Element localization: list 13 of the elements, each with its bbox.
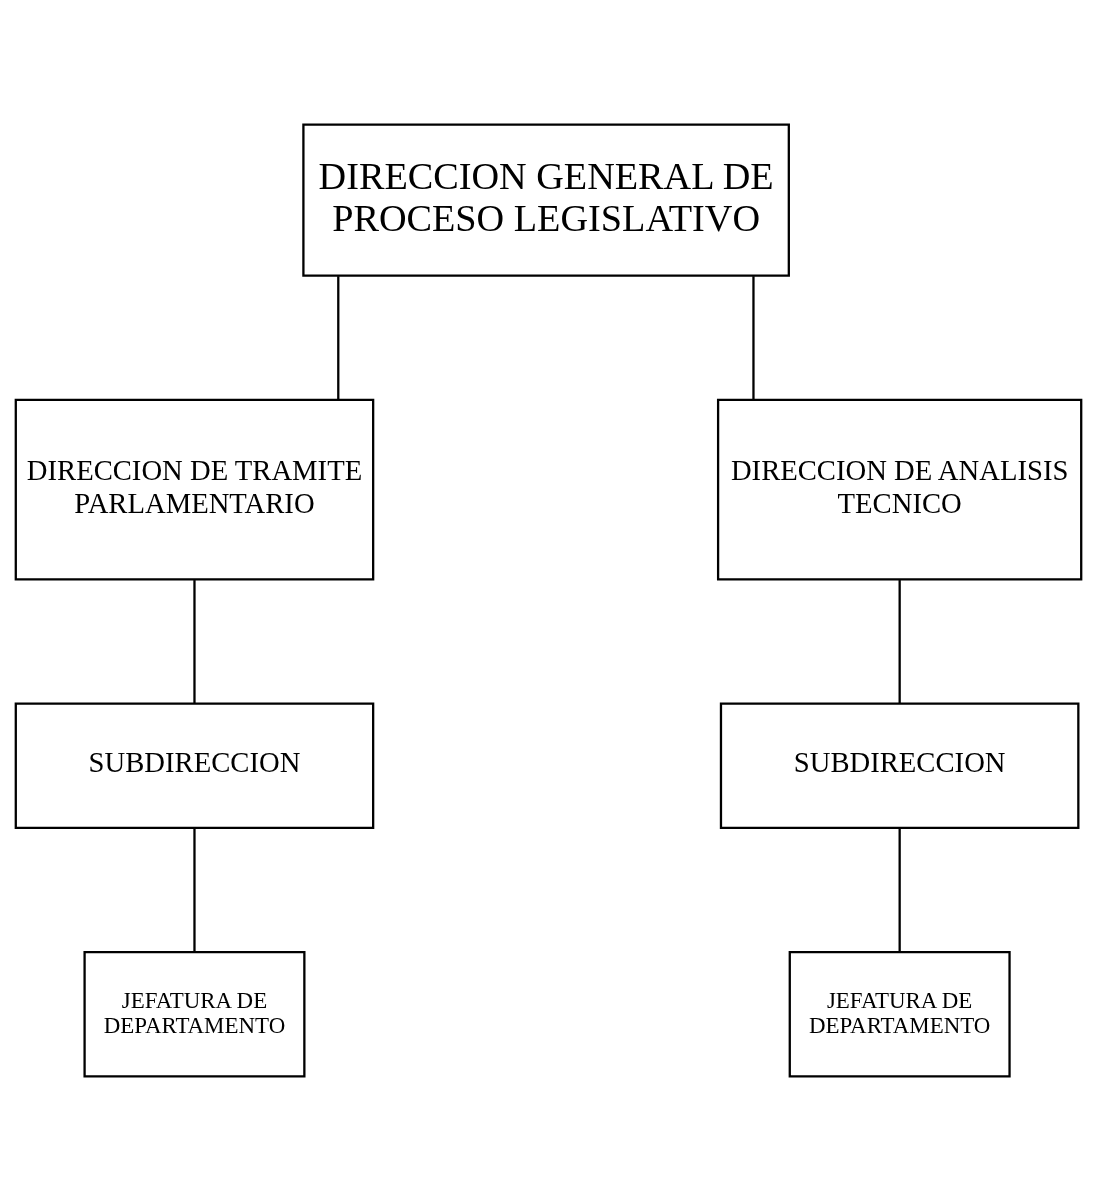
node-box: DIRECCION GENERAL DE PROCESO LEGISLATIVO: [302, 123, 790, 277]
node-box: DIRECCION DE ANALISIS TECNICO: [716, 398, 1083, 581]
connector: [898, 828, 901, 952]
connector: [193, 580, 196, 704]
node-box: JEFATURA DE DEPARTAMENTO: [83, 951, 306, 1078]
node-box: SUBDIRECCION: [14, 702, 375, 830]
node-box: SUBDIRECCION: [719, 702, 1080, 830]
connector: [337, 276, 340, 400]
node-box: DIRECCION DE TRAMITE PARLAMENTARIO: [14, 398, 375, 581]
connector: [193, 828, 196, 952]
node-box: JEFATURA DE DEPARTAMENTO: [788, 951, 1011, 1078]
connector: [898, 580, 901, 704]
connector: [752, 276, 755, 400]
